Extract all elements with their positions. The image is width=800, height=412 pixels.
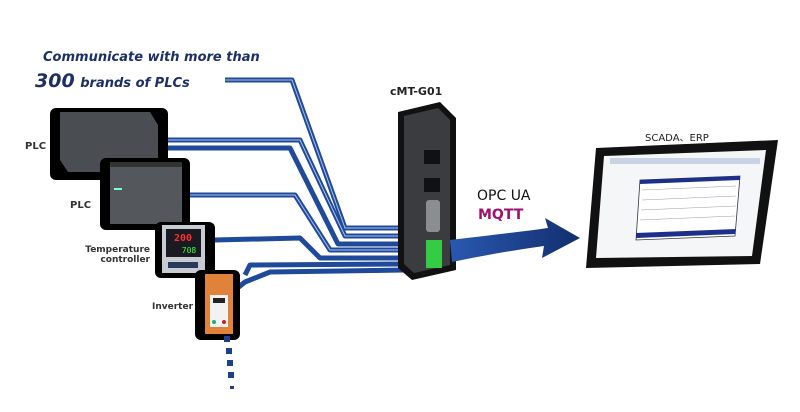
headline-text: brands of PLCs xyxy=(80,76,190,91)
label-inverter: Inverter xyxy=(152,302,194,312)
label-plc-1: PLC xyxy=(25,141,47,152)
inverter-device xyxy=(195,270,240,340)
temperature-controller-device: 200 708 xyxy=(155,222,215,278)
label-temp-line1: Temperature xyxy=(85,245,150,255)
label-gateway: cMT-G01 xyxy=(390,85,443,98)
cable-inverter-2 xyxy=(233,267,406,292)
cable-plc-1 xyxy=(160,137,405,239)
scada-erp-monitor xyxy=(586,140,778,268)
label-plc-2: PLC xyxy=(70,200,92,211)
temp-display-top: 200 xyxy=(174,233,192,244)
cable-headline xyxy=(225,77,405,231)
plc-device-2 xyxy=(100,158,190,230)
label-temperature-controller: Temperature controller xyxy=(78,245,150,265)
headline-number: 300 xyxy=(35,70,75,92)
temp-display-bottom: 708 xyxy=(182,246,197,255)
headline-line1: Communicate with more than xyxy=(43,50,260,65)
cmt-g01-gateway xyxy=(398,102,456,280)
cable-inverter-1 xyxy=(242,261,406,277)
label-opc-ua: OPC UA xyxy=(477,188,531,204)
headline-line2: 300 brands of PLCs xyxy=(35,70,190,92)
label-mqtt: MQTT xyxy=(478,207,524,223)
label-temp-line2: controller xyxy=(100,255,150,265)
data-flow-arrow xyxy=(450,218,580,262)
more-devices-dots xyxy=(224,336,234,389)
label-scada-erp: SCADA、ERP xyxy=(645,133,709,144)
cable-plc-1b xyxy=(160,145,405,247)
cable-temp xyxy=(214,235,405,261)
